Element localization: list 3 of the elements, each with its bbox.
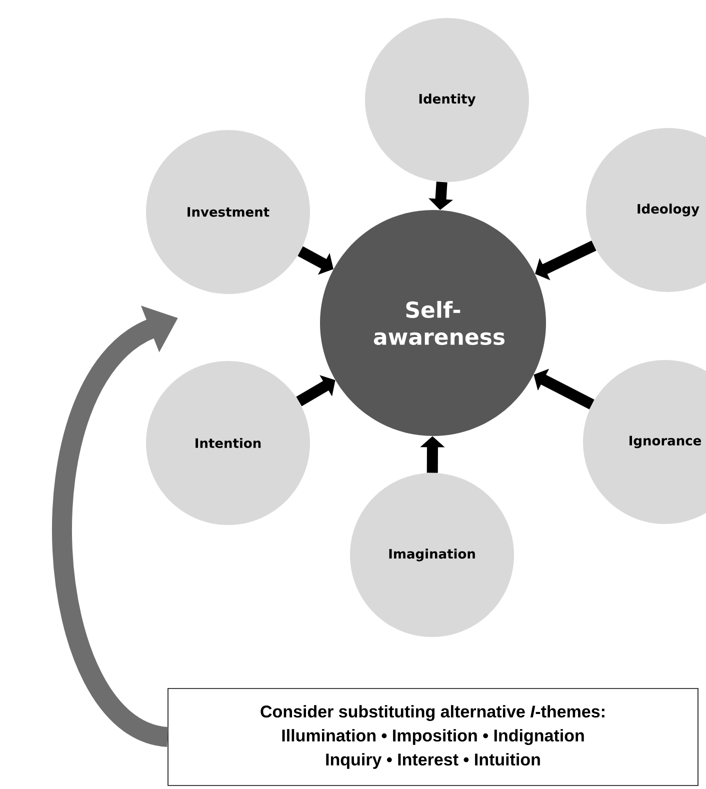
block-arrow [296, 375, 336, 406]
note-box: Consider substituting alternative I-themes: Illumination • Imposition • Indignation Inquiry • Interest • Intuition [168, 688, 698, 786]
block-arrow [535, 240, 596, 280]
